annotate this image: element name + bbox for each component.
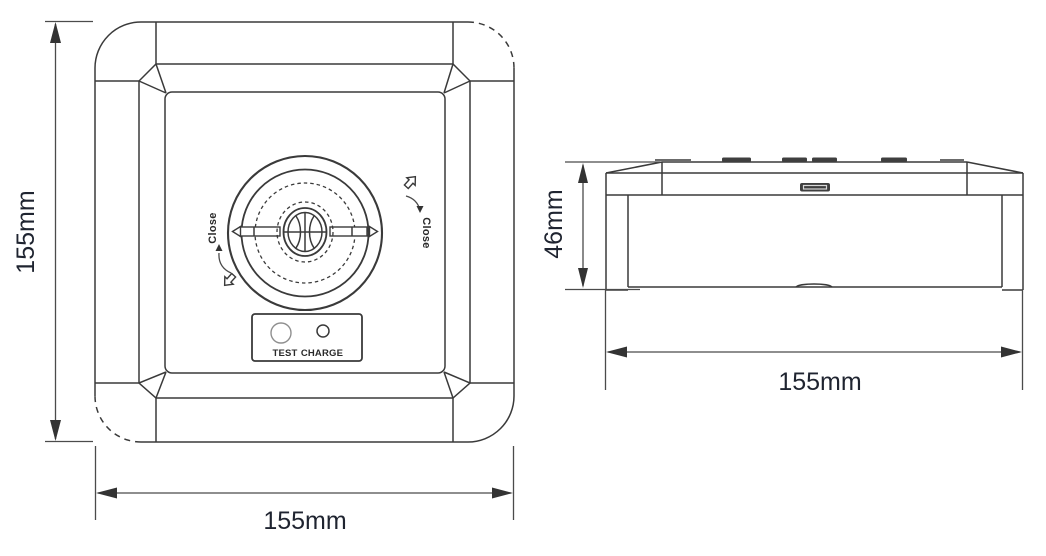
side-band-slot xyxy=(800,183,830,192)
side-flange-band xyxy=(606,172,1023,196)
dim-arrow-down-icon xyxy=(50,420,61,441)
front-outer-outline xyxy=(94,21,515,443)
front-outer-corner-hidden-arcs xyxy=(94,21,515,443)
dim-arrow-left-icon xyxy=(606,346,627,358)
rotation-arrow-right-icon xyxy=(403,175,417,190)
front-height-label: 155mm xyxy=(12,190,40,273)
right-pointer-triangle-icon xyxy=(368,225,379,238)
side-lid-tabs xyxy=(655,157,964,162)
panel-outline xyxy=(251,313,363,362)
locking-bar-left xyxy=(231,225,281,238)
side-bottom-clip xyxy=(795,283,833,288)
front-bevel-miter-lines xyxy=(138,63,471,399)
close-small-arrow-left-icon xyxy=(215,244,223,251)
dim-arrow-right-icon xyxy=(1001,346,1022,358)
close-arc-left xyxy=(218,252,232,274)
side-body-outline xyxy=(605,173,1024,291)
lamp-center xyxy=(276,201,334,263)
rotation-arrow-left-icon xyxy=(223,272,237,287)
front-view: Close Close TEST CHARGE xyxy=(94,21,515,443)
side-height-label: 46mm xyxy=(540,189,568,258)
close-rotation-right: Close xyxy=(403,175,432,249)
side-width-label: 155mm xyxy=(778,368,861,396)
close-rotation-left: Close xyxy=(207,212,237,287)
test-button xyxy=(270,322,292,344)
dimension-side-width: 155mm xyxy=(604,290,1024,396)
test-charge-panel: TEST CHARGE xyxy=(251,313,363,362)
dim-arrow-left-icon xyxy=(96,487,117,499)
dim-arrow-up-icon xyxy=(578,163,588,183)
dimension-front-height: 155mm xyxy=(12,20,93,443)
close-label-left: Close xyxy=(207,212,219,243)
dimension-front-width: 155mm xyxy=(94,446,515,535)
front-inner-face xyxy=(164,91,446,374)
bezel-outer-ring xyxy=(226,154,384,312)
dim-arrow-down-icon xyxy=(578,268,588,288)
close-small-arrow-right-icon xyxy=(416,206,424,213)
charge-label: CHARGE xyxy=(301,348,343,359)
dimension-side-height: 46mm xyxy=(540,161,660,291)
front-width-label: 155mm xyxy=(263,507,346,535)
locking-bar-right xyxy=(329,225,379,238)
lamp-hidden-ellipse xyxy=(276,201,334,263)
front-flange-miter-lines xyxy=(95,22,514,442)
left-pointer-triangle-icon xyxy=(231,225,242,238)
charge-indicator-led xyxy=(316,324,330,338)
dim-arrow-right-icon xyxy=(492,487,513,499)
lamp-bezel xyxy=(226,154,384,312)
slot-icon xyxy=(800,183,830,192)
side-view xyxy=(605,157,1024,291)
close-label-right: Close xyxy=(420,217,432,248)
lamp-filament xyxy=(295,215,315,249)
test-label: TEST xyxy=(272,348,297,359)
dim-arrow-up-icon xyxy=(50,22,61,43)
